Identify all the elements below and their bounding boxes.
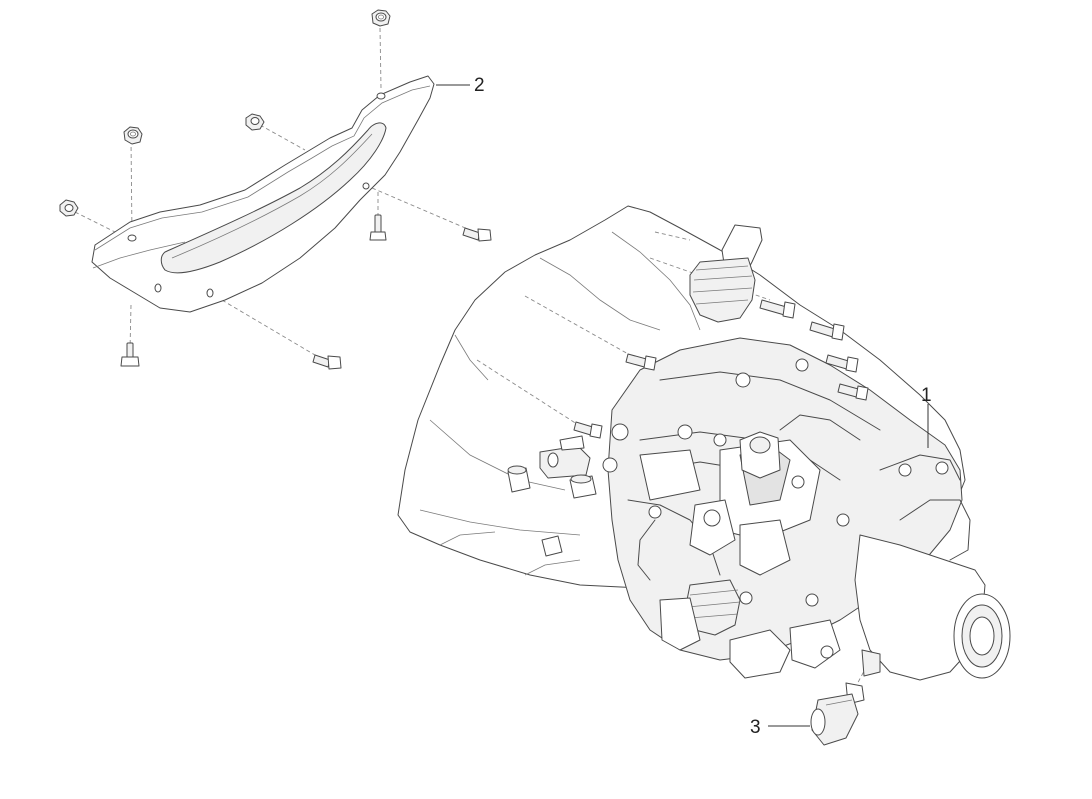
stud-top-3 <box>825 354 859 373</box>
callout-3: 3 <box>750 717 810 738</box>
callout-label-2: 2 <box>474 75 485 96</box>
callout-2: 2 <box>436 75 485 96</box>
bolt-shield-1 <box>369 214 387 241</box>
bolt-shield-4 <box>120 342 140 367</box>
heat-shield-plate <box>91 75 435 313</box>
heat-shield-assembly <box>59 9 492 370</box>
flange-nut-mid <box>245 113 265 131</box>
heat-shield-slot <box>160 122 387 274</box>
transmission-assembly <box>397 205 1011 681</box>
stud-top-2 <box>809 321 845 341</box>
callout-1: 1 <box>921 385 932 448</box>
speed-sensor <box>539 435 591 479</box>
reverse-light-switch <box>810 649 881 746</box>
callout-label-3: 3 <box>750 717 761 738</box>
switch-assembly <box>810 649 881 746</box>
plug-left-1 <box>507 465 531 493</box>
flange-nut-left-upper <box>123 126 143 145</box>
callout-label-1: 1 <box>921 385 932 406</box>
case-nuts <box>602 358 949 659</box>
bolt-shield-3 <box>312 354 342 370</box>
stud-top-4 <box>837 383 869 401</box>
stud-left-1 <box>625 353 657 371</box>
stud-top-1 <box>759 299 796 319</box>
plug-left-2 <box>569 474 597 499</box>
flange-nut-top <box>371 9 391 27</box>
flange-nut-left <box>59 199 79 217</box>
stud-left-2 <box>573 421 603 439</box>
bolt-shield-2 <box>462 227 492 242</box>
plug-left-3 <box>541 535 563 557</box>
